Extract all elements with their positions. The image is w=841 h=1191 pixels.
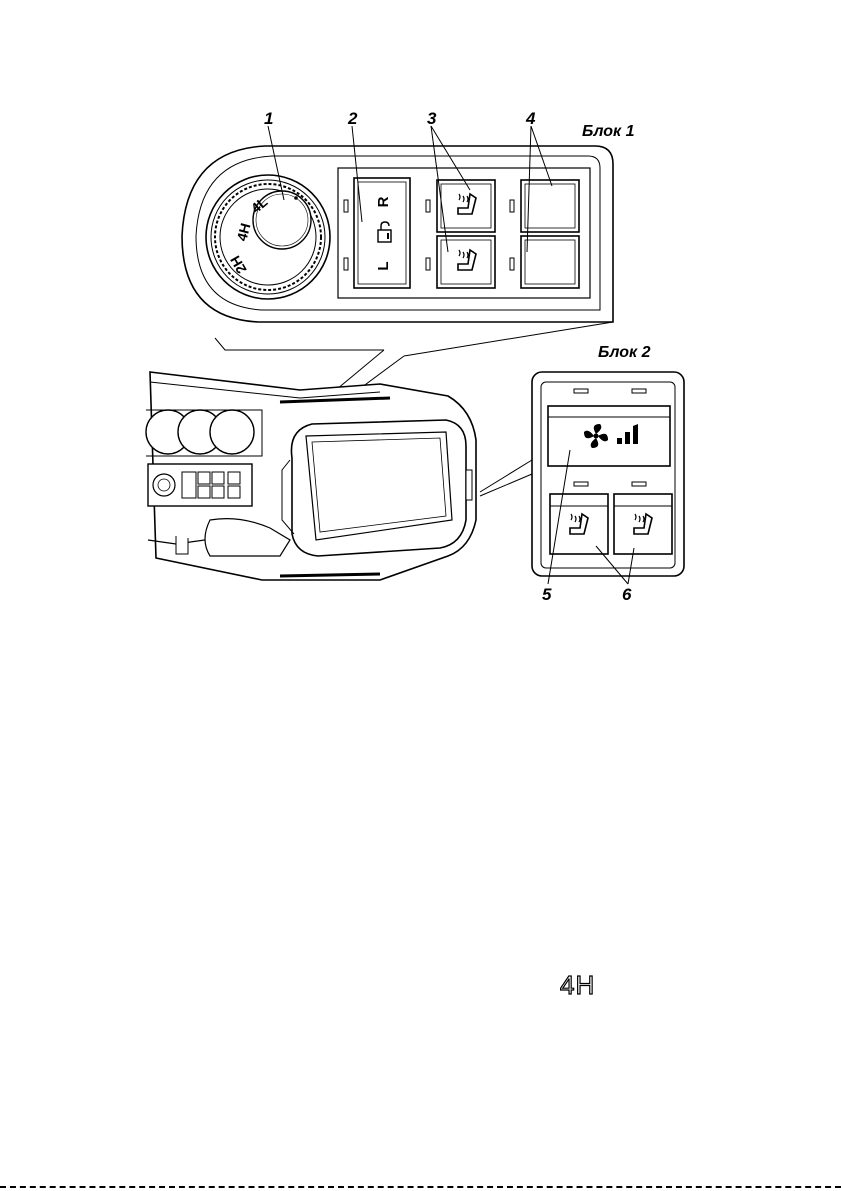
stray-4h-label: 4H — [560, 970, 595, 1001]
transfer-case-dial[interactable]: 2H 4H 4L — [206, 175, 330, 299]
callout-4: 4 — [525, 109, 536, 128]
door-lock-switch[interactable]: R L — [354, 178, 410, 288]
seat-heater-key-bottom[interactable] — [437, 236, 495, 288]
lock-switch-label-l: L — [375, 261, 392, 270]
center-console — [146, 372, 476, 580]
seat-heater-key-right[interactable] — [614, 494, 672, 554]
seat-heater-key-top[interactable] — [437, 180, 495, 232]
blank-key-top[interactable] — [521, 180, 579, 232]
lock-switch-label-r: R — [375, 196, 392, 207]
callout-5: 5 — [542, 585, 552, 604]
callout-2: 2 — [347, 109, 358, 128]
blank-key-bottom[interactable] — [521, 236, 579, 288]
block2-label: Блок 2 — [598, 344, 651, 361]
fan-speed-key[interactable] — [548, 406, 670, 466]
callout-6: 6 — [622, 585, 632, 604]
callout-1: 1 — [264, 109, 273, 128]
callout-3: 3 — [427, 109, 437, 128]
block2-pointer — [480, 460, 532, 496]
seat-heater-key-left[interactable] — [550, 494, 608, 554]
bottom-rule — [0, 1186, 841, 1188]
block1-label: Блок 1 — [582, 123, 635, 140]
